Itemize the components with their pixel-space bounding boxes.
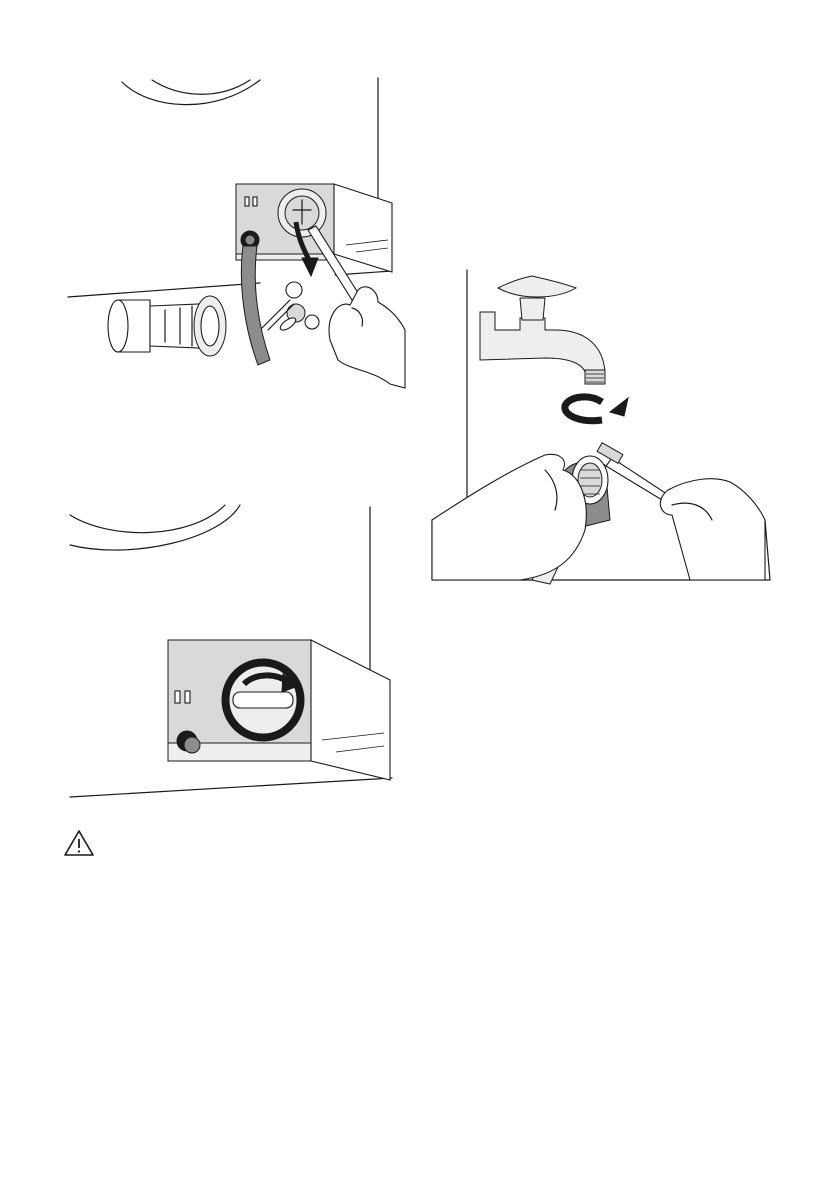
warning-triangle-icon <box>0 0 840 1190</box>
